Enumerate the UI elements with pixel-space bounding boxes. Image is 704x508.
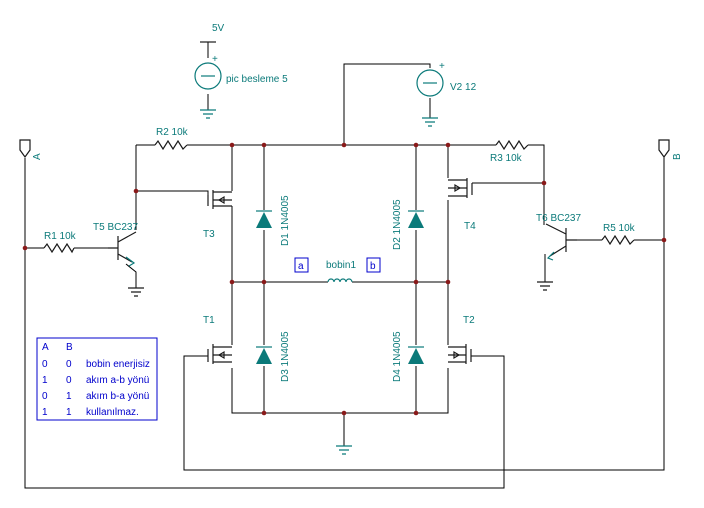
diode-d3: D3 1N4005 xyxy=(256,331,291,382)
truth-cell: akım b-a yönü xyxy=(86,391,149,402)
truth-table: A B 0 0 bobin enerjisiz 1 0 akım a-b yön… xyxy=(36,337,158,421)
vcc-terminal: 5V xyxy=(200,23,225,43)
t1-label: T1 xyxy=(203,315,215,326)
resistor-r3: R3 10k xyxy=(490,139,529,164)
truth-header-a: A xyxy=(42,342,49,353)
d4-label: D4 1N4005 xyxy=(392,331,403,382)
t4-label: T4 xyxy=(464,221,476,232)
r5-label: R5 10k xyxy=(603,223,636,234)
t3-label: T3 xyxy=(203,229,215,240)
ground-symbol xyxy=(336,445,352,455)
pic-supply-source: + pic besleme 5 xyxy=(194,54,288,119)
v2-plus: + xyxy=(439,61,445,72)
wires xyxy=(24,42,665,489)
input-a-label: A xyxy=(32,153,43,160)
mosfet-t2: T2 xyxy=(448,315,475,364)
diode-d2: D2 1N4005 xyxy=(392,199,424,250)
t2-label: T2 xyxy=(463,315,475,326)
v2-source: + V2 12 xyxy=(416,61,477,127)
mosfet-t1: T1 xyxy=(203,315,232,364)
resistor-r2: R2 10k xyxy=(154,127,189,151)
truth-cell: 1 xyxy=(66,407,72,418)
r1-label: R1 10k xyxy=(44,231,77,242)
d1-label: D1 1N4005 xyxy=(280,195,291,246)
truth-cell: 0 xyxy=(42,391,48,402)
d2-label: D2 1N4005 xyxy=(392,199,403,250)
coil-node-b: b xyxy=(370,261,376,272)
resistor-r1: R1 10k xyxy=(43,231,77,254)
t5-label: T5 BC237 xyxy=(93,222,138,233)
r2-label: R2 10k xyxy=(156,127,189,138)
truth-header-b: B xyxy=(66,342,73,353)
transistor-t6: T6 BC237 xyxy=(536,213,581,291)
t6-label: T6 BC237 xyxy=(536,213,581,224)
truth-cell: 1 xyxy=(42,375,48,386)
input-terminal-a: A xyxy=(19,139,43,160)
truth-cell: 0 xyxy=(66,359,72,370)
diode-d1: D1 1N4005 xyxy=(256,195,291,246)
coil-bobin1: bobin1 a b xyxy=(294,257,381,283)
coil-node-a: a xyxy=(298,261,304,272)
resistor-r5: R5 10k xyxy=(601,223,636,246)
truth-cell: 0 xyxy=(66,375,72,386)
vcc-label: 5V xyxy=(212,23,225,34)
pic-supply-plus: + xyxy=(212,54,218,65)
input-b-label: B xyxy=(672,153,683,160)
transistor-t5: T5 BC237 xyxy=(93,222,144,297)
truth-cell: 1 xyxy=(42,407,48,418)
truth-cell: kullanılmaz. xyxy=(86,407,139,418)
junction-nodes xyxy=(22,142,667,416)
r3-label: R3 10k xyxy=(490,153,523,164)
mosfet-t3: T3 xyxy=(203,190,232,240)
pic-supply-label: pic besleme 5 xyxy=(226,74,288,85)
diode-d4: D4 1N4005 xyxy=(392,331,424,382)
truth-cell: 0 xyxy=(42,359,48,370)
coil-label: bobin1 xyxy=(326,260,356,271)
truth-cell: 1 xyxy=(66,391,72,402)
mosfet-t4: T4 xyxy=(448,178,476,232)
input-terminal-b: B xyxy=(658,139,683,160)
v2-label: V2 12 xyxy=(450,82,477,93)
truth-cell: akım a-b yönü xyxy=(86,375,149,386)
truth-cell: bobin enerjisiz xyxy=(86,359,150,370)
d3-label: D3 1N4005 xyxy=(280,331,291,382)
